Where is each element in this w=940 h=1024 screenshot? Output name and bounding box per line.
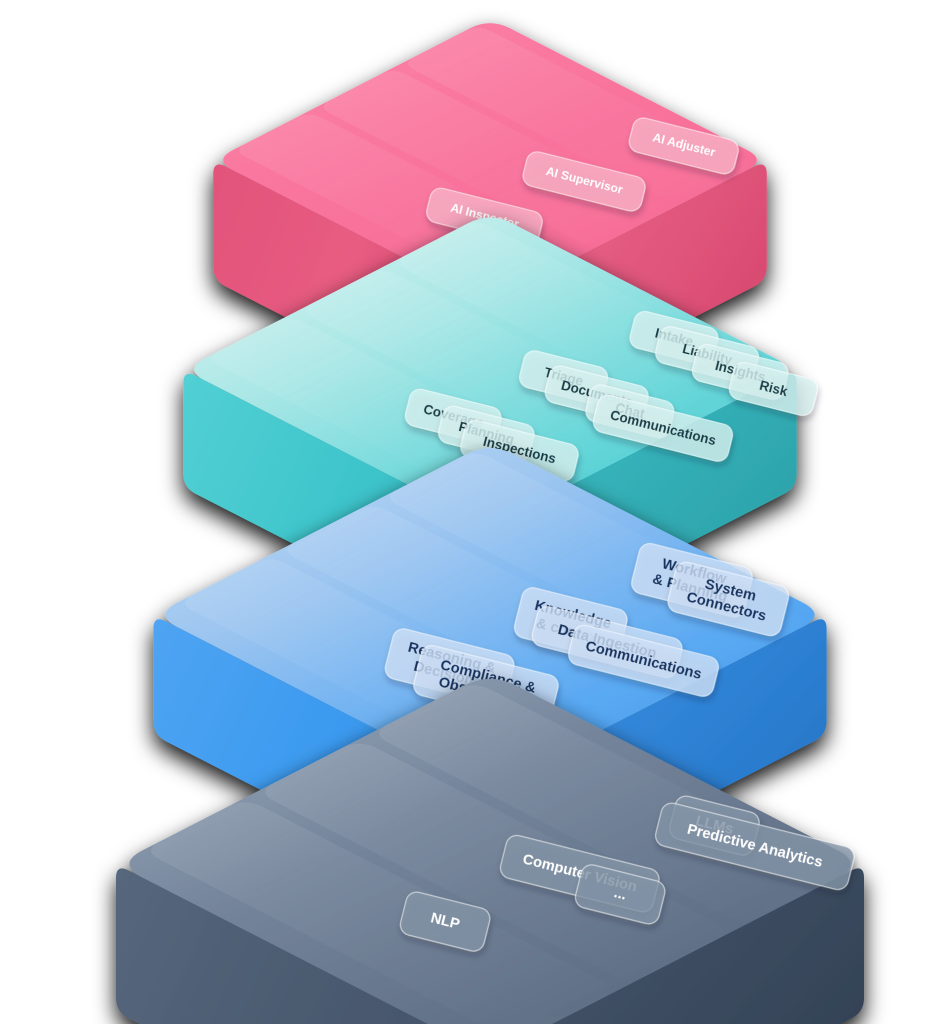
layer-side-face [552,868,864,1024]
pill-surface [592,394,734,462]
pill-surface [728,361,818,417]
layer-pills: IntakeLiabilityInsightsRiskTriageDocumen… [404,310,820,482]
pill-surface [399,891,491,952]
pill[interactable]: Risk [727,360,820,418]
pill-column-agents-col-1: AI Adjuster [627,116,741,177]
pill-label: Risk [758,377,790,399]
pill-column-plat-col-1: Workflow& PlanningSystemConnectors [631,542,791,638]
column-sheet [323,71,664,246]
pill-column-cap-col-1: IntakeLiabilityInsightsRisk [629,310,820,418]
pill[interactable]: AI Supervisor [521,149,648,213]
layer-column-sheets [151,685,839,1024]
layer-front-face [116,868,428,1024]
pill-surface [655,802,855,891]
pill-column-plat-col-2: Knowledge& contextData IngestionCommunic… [513,587,720,699]
pill-column-found-col-3: NLP [398,890,492,954]
column-sheet [151,802,611,1024]
pill[interactable]: SystemConnectors [666,560,791,638]
pill-column-agents-col-2: AI Supervisor [521,149,648,213]
pill-surface [568,624,719,697]
pill[interactable]: ... [573,863,667,927]
pill-surface [628,117,739,175]
pill[interactable]: NLP [398,890,492,954]
pill-surface [522,151,646,212]
pill-surface [667,561,790,637]
pill[interactable]: Communications [566,623,720,699]
pill-label: NLP [429,910,462,933]
pill-column-cap-col-2: TriageDocumentsChatCommunications [519,350,734,462]
pill[interactable]: AI Adjuster [627,116,741,177]
pill-label: ... [612,885,628,904]
column-sheet [265,743,725,980]
pill-surface [574,864,666,925]
column-sheet [379,685,839,921]
